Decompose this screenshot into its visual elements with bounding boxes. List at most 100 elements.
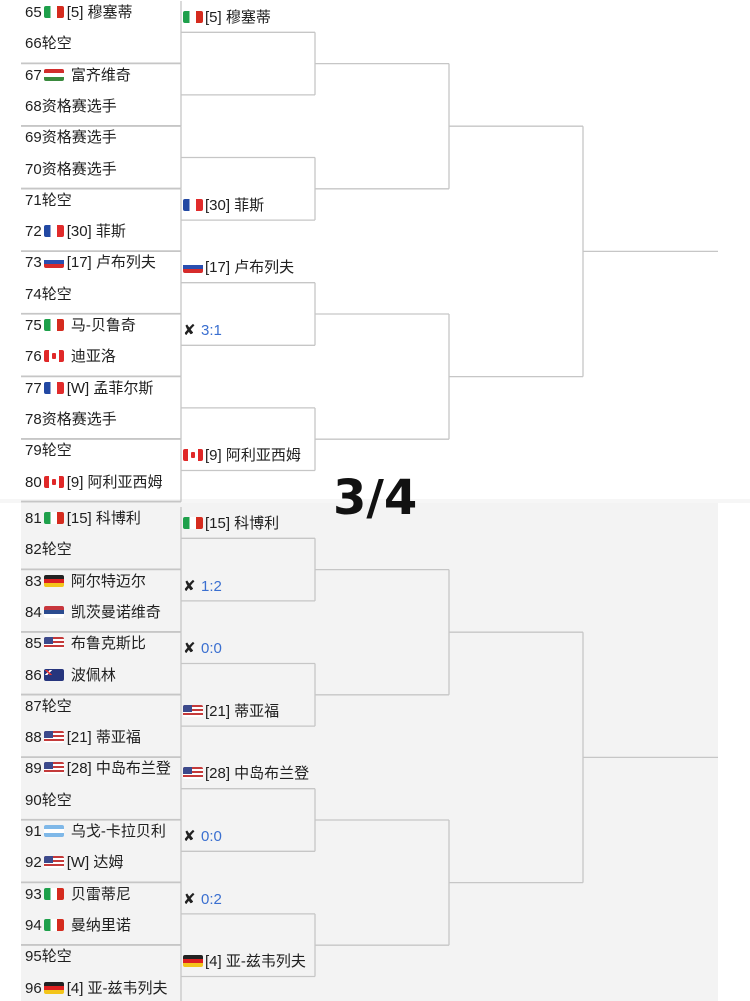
match-score[interactable]: ✘0:0 <box>183 637 222 661</box>
entrant-row[interactable]: 72[30] 菲斯 <box>25 220 126 244</box>
entrant-row[interactable]: 70资格赛选手 <box>25 158 117 182</box>
us-flag-icon <box>183 704 203 717</box>
entrant-name: 贝雷蒂尼 <box>66 885 131 903</box>
entrant-row[interactable]: 74轮空 <box>25 283 72 307</box>
entrant-number: 74 <box>25 285 42 303</box>
entrant-name: 迪亚洛 <box>66 348 116 366</box>
entrant-name: [5] 穆塞蒂 <box>66 4 133 21</box>
match-score[interactable]: ✘0:2 <box>183 888 222 912</box>
entrant-row[interactable]: 85 布鲁克斯比 <box>25 632 146 656</box>
entrant-row[interactable]: 84 凯茨曼诺维奇 <box>25 601 161 625</box>
entrant-number: 73 <box>25 254 42 272</box>
round2-player[interactable]: [9] 阿利亚西姆 <box>183 444 301 468</box>
entrant-row[interactable]: 88 [21] 蒂亚福 <box>25 726 141 750</box>
entrant-name: [9] 阿利亚西姆 <box>66 473 163 491</box>
entrant-name: [30] 菲斯 <box>66 223 126 241</box>
entrant-row[interactable]: 87轮空 <box>25 695 72 719</box>
entrant-row[interactable]: 75 马-贝鲁奇 <box>25 314 136 338</box>
entrant-row[interactable]: 66轮空 <box>25 32 72 56</box>
entrant-name: 轮空 <box>41 442 72 460</box>
round2-player[interactable]: [4] 亚-兹韦列夫 <box>183 950 306 974</box>
entrant-row[interactable]: 96[4] 亚-兹韦列夫 <box>25 977 168 1001</box>
entrant-name: 轮空 <box>41 697 72 715</box>
entrant-name: 资格赛选手 <box>41 410 117 428</box>
entrant-name: [W] 孟菲尔斯 <box>66 379 154 397</box>
entrant-row[interactable]: 93 贝雷蒂尼 <box>25 883 131 907</box>
entrant-row[interactable]: 89[28] 中岛布兰登 <box>25 757 171 781</box>
round2-player-name: [21] 蒂亚福 <box>205 702 280 720</box>
us-flag-icon <box>43 731 64 744</box>
it-flag-icon <box>43 918 64 931</box>
entrant-row[interactable]: 67 富齐维奇 <box>25 64 131 88</box>
match-score[interactable]: ✘3:1 <box>183 319 222 343</box>
entrant-row[interactable]: 80[9] 阿利亚西姆 <box>25 471 163 495</box>
au-flag-icon <box>43 668 64 681</box>
round2-player[interactable]: [21] 蒂亚福 <box>183 700 279 724</box>
entrant-row[interactable]: 71轮空 <box>25 189 72 213</box>
it-flag-icon <box>183 11 203 23</box>
entrant-name: 布鲁克斯比 <box>66 635 146 653</box>
entrant-row[interactable]: 86 波佩林 <box>25 664 116 688</box>
de-flag-icon <box>183 955 203 968</box>
entrant-row[interactable]: 81[15] 科博利 <box>25 507 141 531</box>
entrant-number: 94 <box>25 916 42 934</box>
ca-flag-icon <box>183 449 203 462</box>
versus-icon: ✘ <box>183 322 196 339</box>
entrant-row[interactable]: 77[W] 孟菲尔斯 <box>25 377 153 401</box>
entrant-number: 82 <box>25 541 42 559</box>
entrant-row[interactable]: 90轮空 <box>25 789 72 813</box>
entrant-row[interactable]: 82轮空 <box>25 538 72 562</box>
entrant-row[interactable]: 83 阿尔特迈尔 <box>25 570 146 594</box>
de-flag-icon <box>43 574 64 587</box>
us-flag-icon <box>43 762 64 775</box>
entrant-row[interactable]: 68资格赛选手 <box>25 95 117 119</box>
ca-flag-icon <box>43 350 64 363</box>
entrant-number: 67 <box>25 66 42 84</box>
ca-flag-icon <box>43 475 64 488</box>
entrant-name: 轮空 <box>41 948 72 966</box>
entrant-row[interactable]: 79轮空 <box>25 439 72 463</box>
entrant-number: 91 <box>25 823 42 840</box>
entrant-row[interactable]: 69资格赛选手 <box>25 126 117 150</box>
entrant-name: 资格赛选手 <box>41 129 117 147</box>
versus-icon: ✘ <box>183 577 196 595</box>
round2-player[interactable]: [28] 中岛布兰登 <box>183 762 309 786</box>
hu-flag-icon <box>43 68 64 81</box>
entrant-number: 88 <box>25 729 42 747</box>
entrant-name: [15] 科博利 <box>66 510 141 527</box>
round2-player[interactable]: [17] 卢布列夫 <box>183 256 294 280</box>
round2-player[interactable]: [15] 科博利 <box>183 512 279 536</box>
round2-player[interactable]: [30] 菲斯 <box>183 194 264 218</box>
entrant-row[interactable]: 78资格赛选手 <box>25 408 117 432</box>
round2-player[interactable]: [5] 穆塞蒂 <box>183 6 271 30</box>
entrant-name: 资格赛选手 <box>41 160 117 178</box>
entrant-name: [17] 卢布列夫 <box>66 254 156 272</box>
ru-flag-icon <box>183 261 203 274</box>
match-score[interactable]: ✘ 1:2 <box>183 575 222 599</box>
entrant-row[interactable]: 91 乌戈-卡拉贝利 <box>25 820 166 844</box>
it-flag-icon <box>183 517 203 529</box>
entrant-name: 轮空 <box>41 541 72 559</box>
fr-flag-icon <box>43 381 64 394</box>
entrant-name: [21] 蒂亚福 <box>66 729 141 747</box>
entrant-row[interactable]: 95轮空 <box>25 945 72 969</box>
round2-player-name: [15] 科博利 <box>205 515 280 532</box>
entrant-number: 66 <box>25 35 42 53</box>
it-flag-icon <box>43 887 64 900</box>
entrant-number: 96 <box>25 979 42 997</box>
match-score[interactable]: ✘0:0 <box>183 825 222 849</box>
score-value: 1:2 <box>201 577 222 595</box>
entrant-name: 轮空 <box>41 285 72 303</box>
versus-icon: ✘ <box>183 640 196 658</box>
entrant-row[interactable]: 92[W] 达姆 <box>25 851 123 875</box>
fr-flag-icon <box>183 198 203 211</box>
entrant-row[interactable]: 65[5] 穆塞蒂 <box>25 1 133 25</box>
entrant-number: 90 <box>25 791 42 809</box>
entrant-row[interactable]: 94 曼纳里诺 <box>25 914 131 938</box>
score-value: 0:2 <box>201 890 222 908</box>
entrant-name: 阿尔特迈尔 <box>66 572 146 590</box>
entrant-row[interactable]: 73 [17] 卢布列夫 <box>25 251 156 275</box>
round2-player-name: [4] 亚-兹韦列夫 <box>205 953 306 971</box>
entrant-row[interactable]: 76 迪亚洛 <box>25 345 116 369</box>
